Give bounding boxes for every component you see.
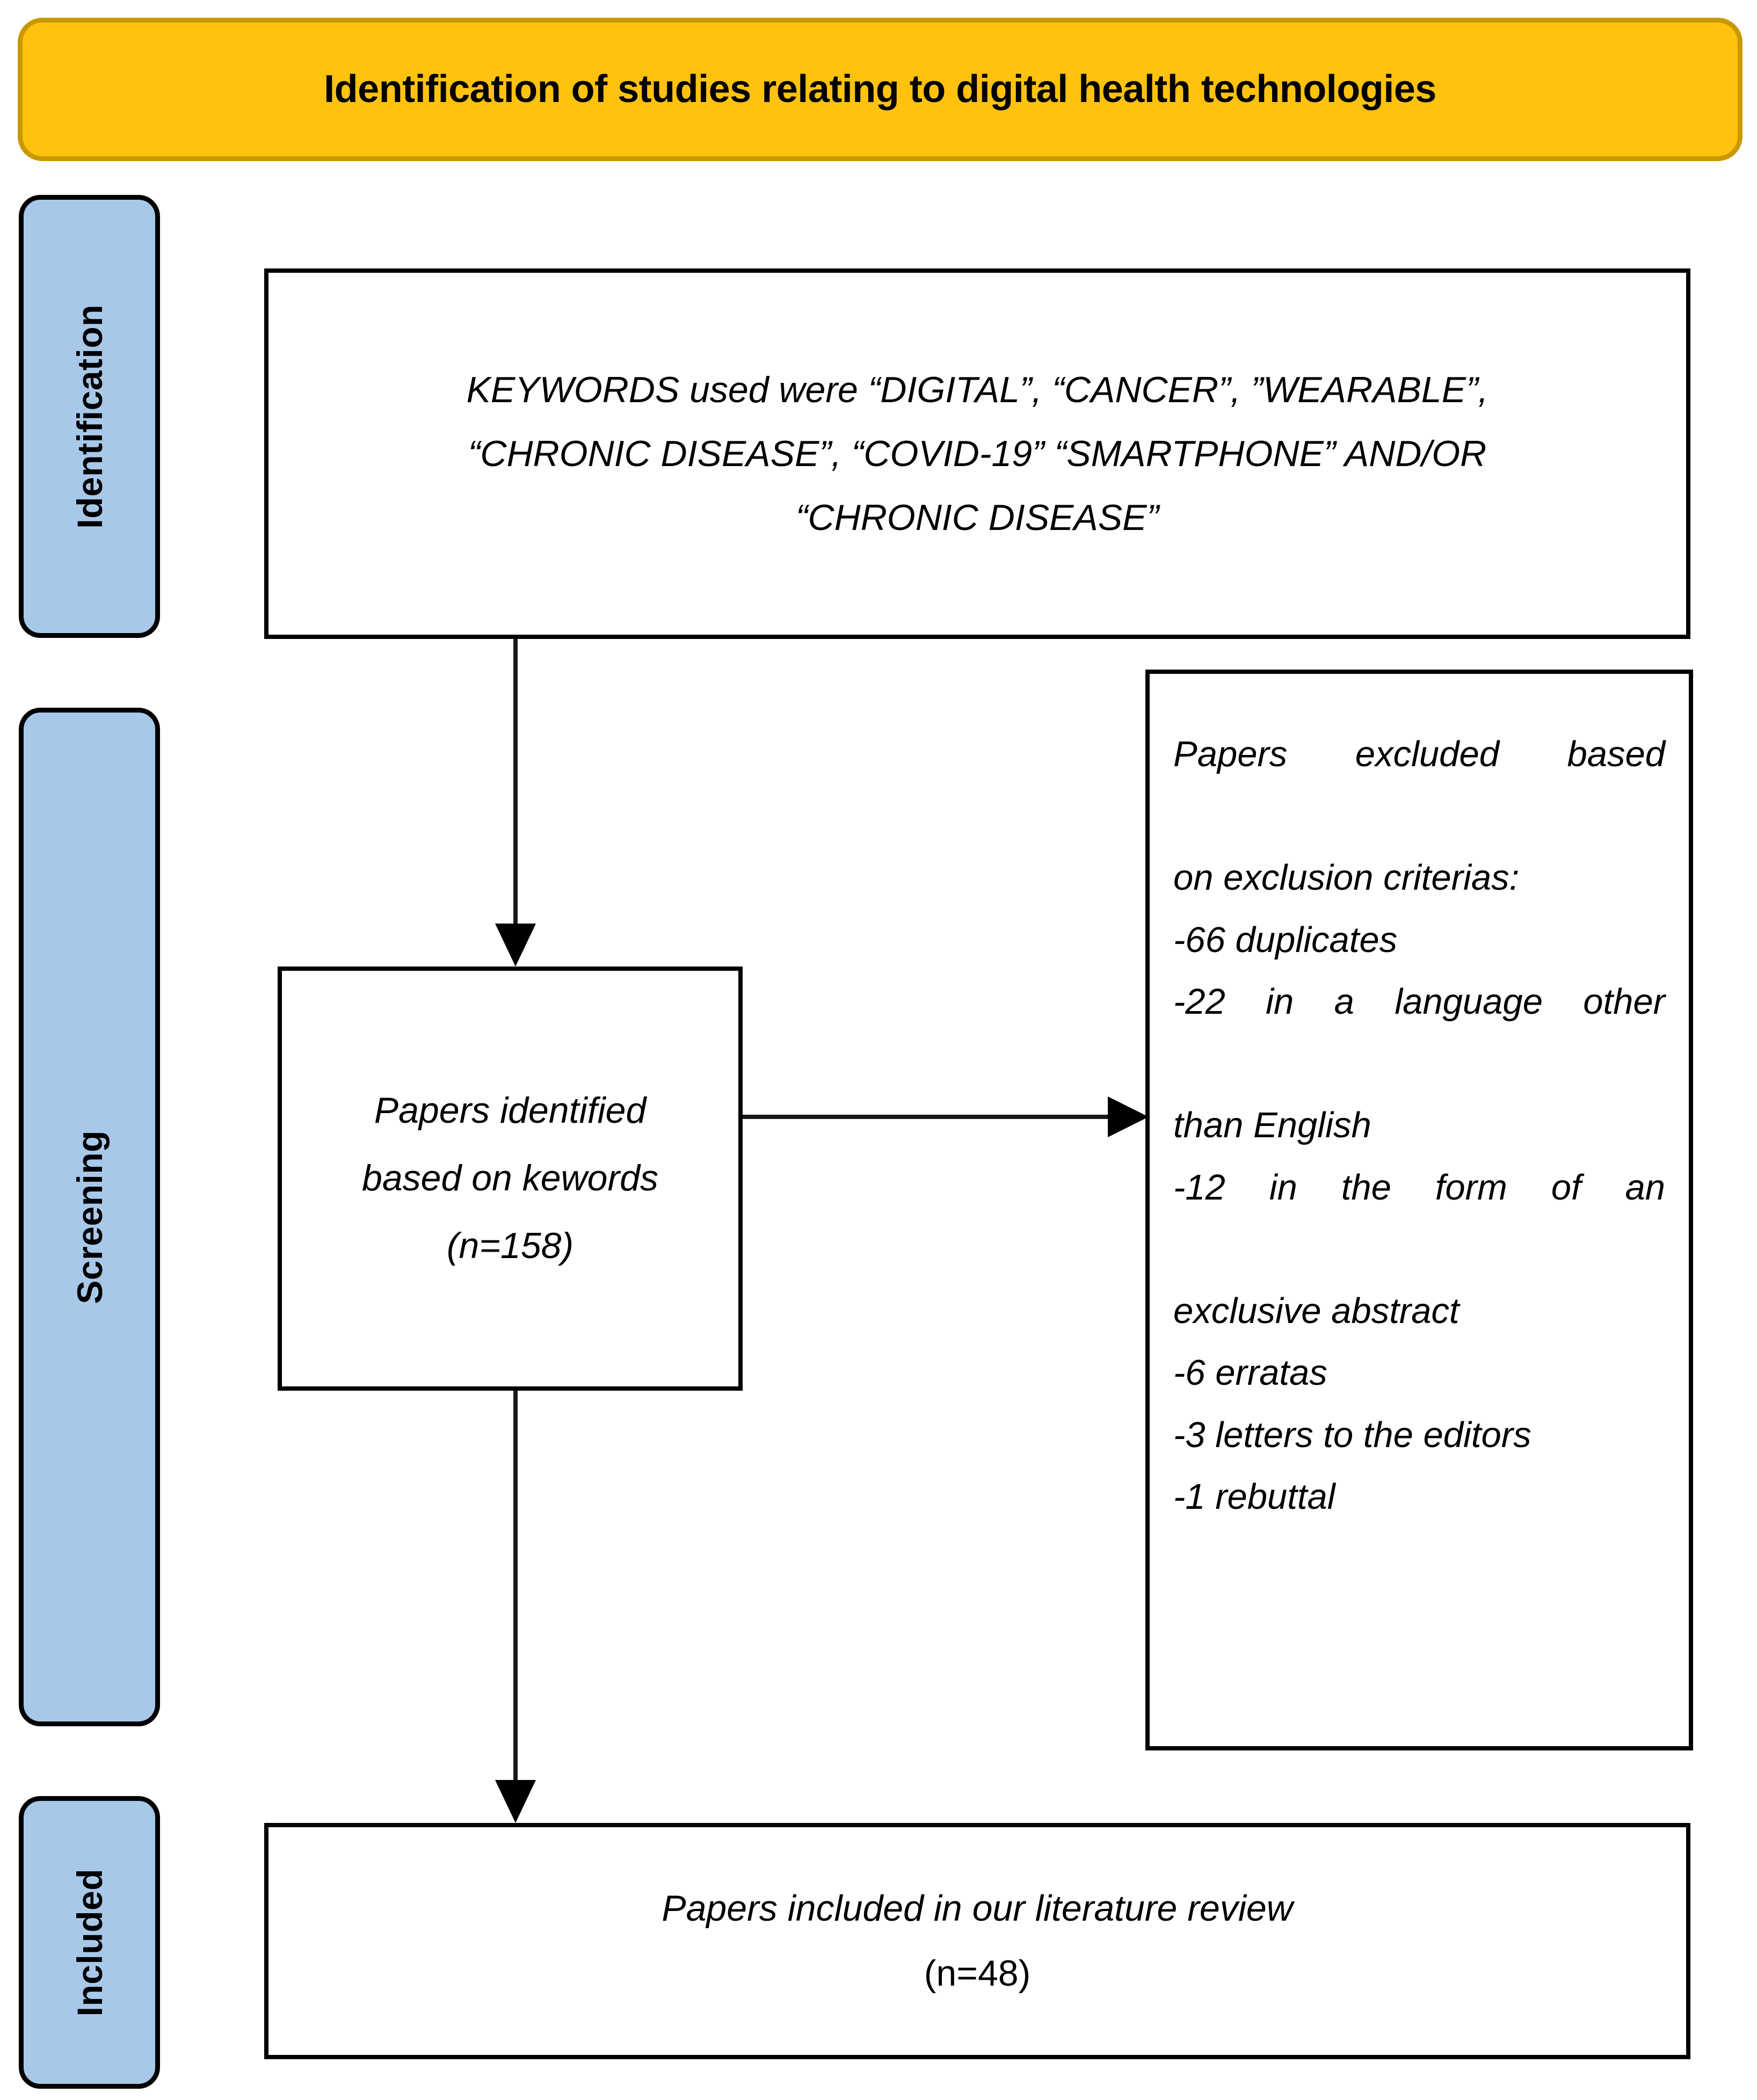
papers-identified-count: (n=158) xyxy=(446,1225,574,1266)
arrow-keywords-to-identified-icon xyxy=(483,639,548,972)
keywords-line-1: KEYWORDS used were “DIGITAL”, “CANCER”, … xyxy=(466,369,1489,410)
keywords-line-3: “CHRONIC DISEASE” xyxy=(795,497,1159,538)
stage-tab-screening-label: Screening xyxy=(69,1130,110,1304)
excluded-item-letters: -3 letters to the editors xyxy=(1173,1414,1531,1455)
excluded-item-abstract-cont: exclusive abstract xyxy=(1173,1291,1460,1332)
papers-excluded-text-block: Papers excluded based on exclusion crite… xyxy=(1173,723,1665,1528)
excluded-item-language: -22 in a language other xyxy=(1173,981,1665,1022)
stage-tab-identification-label: Identification xyxy=(69,304,110,529)
diagram-header-banner: Identification of studies relating to di… xyxy=(18,18,1743,161)
stage-tab-included: Included xyxy=(19,1796,160,2089)
arrow-identified-to-included-icon xyxy=(483,1391,548,1828)
excluded-item-duplicates: -66 duplicates xyxy=(1173,919,1398,960)
papers-identified-line-2: based on kewords xyxy=(362,1158,658,1199)
excluded-item-abstract: -12 in the form of an xyxy=(1173,1167,1665,1208)
diagram-title: Identification of studies relating to di… xyxy=(324,68,1436,111)
excluded-heading-line-2: on exclusion criterias: xyxy=(1173,858,1520,898)
papers-identified-line-1: Papers identified xyxy=(374,1090,647,1131)
papers-identified-box: Papers identified based on kewords (n=15… xyxy=(278,967,743,1391)
excluded-heading-line-1: Papers excluded based xyxy=(1173,734,1665,774)
keywords-text-block: KEYWORDS used were “DIGITAL”, “CANCER”, … xyxy=(429,358,1526,550)
excluded-item-erratas: -6 erratas xyxy=(1173,1353,1327,1393)
arrow-identified-to-excluded-icon xyxy=(743,1085,1151,1152)
excluded-item-language-cont: than English xyxy=(1173,1105,1371,1146)
papers-identified-text-block: Papers identified based on kewords (n=15… xyxy=(362,1077,658,1280)
stage-tab-screening: Screening xyxy=(19,708,160,1726)
stage-tab-identification: Identification xyxy=(19,195,160,638)
keywords-box: KEYWORDS used were “DIGITAL”, “CANCER”, … xyxy=(264,268,1690,639)
papers-included-label: Papers included in our literature review xyxy=(662,1887,1293,1929)
papers-included-box: Papers included in our literature review… xyxy=(264,1823,1690,2059)
keywords-line-2: “CHRONIC DISEASE”, “COVID-19” “SMARTPHON… xyxy=(468,433,1487,474)
papers-excluded-box: Papers excluded based on exclusion crite… xyxy=(1145,670,1693,1750)
excluded-item-rebuttal: -1 rebuttal xyxy=(1173,1476,1335,1517)
papers-included-count: (n=48) xyxy=(924,1953,1031,1994)
stage-tab-included-label: Included xyxy=(69,1868,110,2017)
